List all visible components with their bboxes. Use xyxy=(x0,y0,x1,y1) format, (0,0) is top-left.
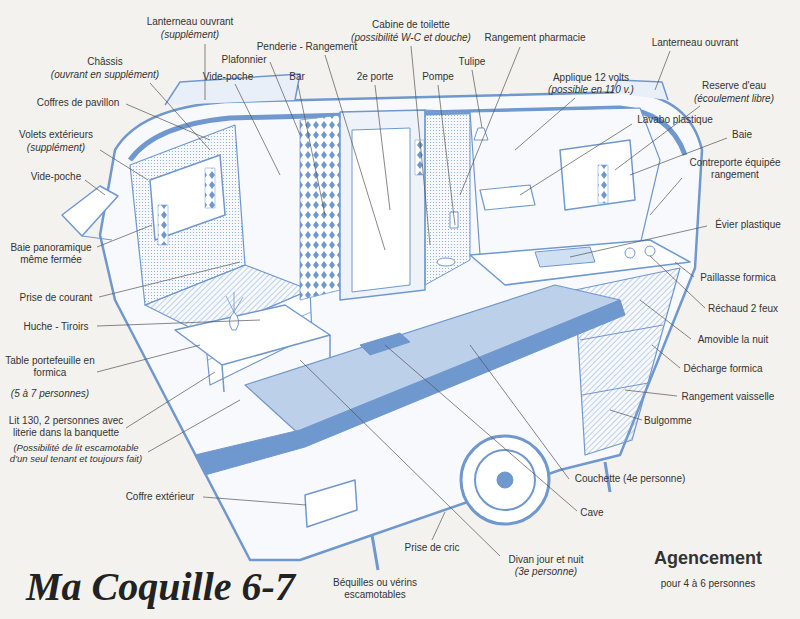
caravan-drawing xyxy=(62,74,702,570)
callout-label: Amovible la nuit xyxy=(698,334,769,346)
callout-label: Couchette (4e personne) xyxy=(575,473,686,485)
callout-label: Pompe xyxy=(422,71,454,83)
callout-label: Baie xyxy=(732,129,752,141)
callout-label: Cabine de toilette xyxy=(372,19,450,31)
title: Ma Coquille 6-7 xyxy=(26,565,295,609)
callout-label: Lanterneau ouvrant xyxy=(652,37,739,49)
callout-label: Rangement vaisselle xyxy=(682,391,775,403)
callout-label: Paillasse formica xyxy=(700,272,776,284)
callout-label: Applique 12 volts xyxy=(553,72,629,84)
callout-label: (supplément) xyxy=(161,29,219,41)
callout-label: pour 4 à 6 personnes xyxy=(661,578,756,590)
callout-label: Lavabo plastique xyxy=(637,114,713,126)
callout-label: 2e porte xyxy=(357,71,394,83)
callout-label: Prise de courant xyxy=(20,292,93,304)
callout-label: Agencement xyxy=(654,548,762,570)
leader-lines xyxy=(85,44,727,556)
callout-label: Divan jour et nuit xyxy=(508,554,583,566)
callout-label: Vide-poche xyxy=(31,171,81,183)
callout-label: Décharge formica xyxy=(684,363,763,375)
callout-label: Bar xyxy=(289,71,305,83)
callout-label: Évier plastique xyxy=(715,219,781,231)
callout-label: Prise de cric xyxy=(404,542,459,554)
callout-label: Table portefeuille en formica xyxy=(5,355,95,379)
callout-label: Baie panoramique même fermée xyxy=(6,242,96,266)
callout-label: Plafonnier xyxy=(221,54,266,66)
callout-label: Coffres de pavillon xyxy=(37,97,120,109)
callout-label: (Possibilité de lit escamotable d'un seu… xyxy=(6,442,146,465)
callout-label: (ouvrant en supplément) xyxy=(51,69,159,81)
callout-label: (possible en 110 v.) xyxy=(548,84,634,96)
callout-label: Vide-poche xyxy=(203,71,253,83)
callout-label: Volets extérieurs xyxy=(19,129,93,141)
callout-label: Bulgomme xyxy=(644,415,692,427)
callout-label: (possibilité W-C et douche) xyxy=(351,32,471,44)
callout-label: Contreporte équipée rangement xyxy=(685,157,785,181)
callout-label: Tulipe xyxy=(459,56,486,68)
callout-label: (5 à 7 personnes) xyxy=(11,388,89,400)
callout-label: Rangement pharmacie xyxy=(484,32,585,44)
callout-label: Châssis xyxy=(87,56,123,68)
callout-label: Réchaud 2 feux xyxy=(708,303,778,315)
callout-label: Lanterneau ouvrant xyxy=(147,16,234,28)
callout-label: (supplément) xyxy=(27,142,85,154)
callout-label: Penderie - Rangement xyxy=(257,41,358,53)
callout-label: Lit 130, 2 personnes avec literie dans l… xyxy=(8,415,124,439)
callout-label: (écoulement libre) xyxy=(694,93,774,105)
callout-label: Cave xyxy=(580,507,603,519)
callout-label: Béquilles ou vérins escamotables xyxy=(320,577,430,601)
callout-label: Reserve d'eau xyxy=(702,80,766,92)
callout-label: Huche - Tiroirs xyxy=(23,321,88,333)
callout-label: Coffre extérieur xyxy=(126,491,195,503)
callout-label: (3e personne) xyxy=(515,566,577,578)
